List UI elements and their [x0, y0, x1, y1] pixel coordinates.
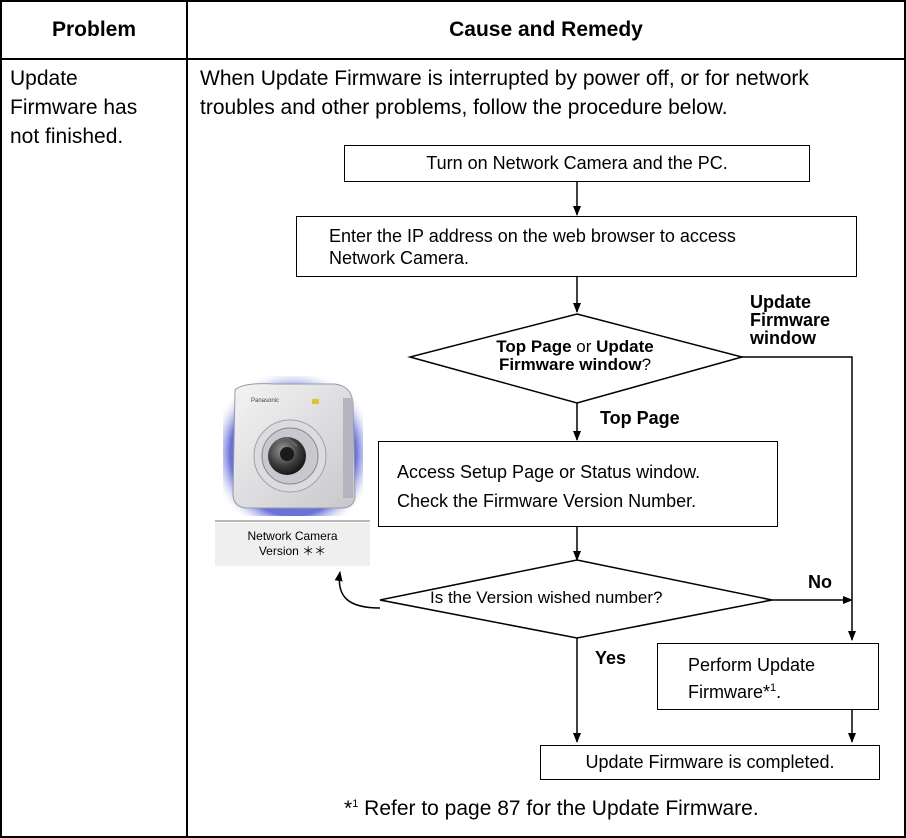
decision2-diamond	[379, 559, 773, 639]
table-top-border	[0, 0, 906, 2]
step-completed-label: Update Firmware is completed.	[585, 752, 835, 772]
table-left-border	[0, 0, 2, 838]
footnote: *1 Refer to page 87 for the Update Firmw…	[344, 797, 759, 821]
camera-caption-line1: Network Camera	[247, 529, 338, 543]
camera-caption: Network Camera Version ＊＊	[215, 523, 370, 566]
step-enter-ip-line: Network Camera.	[329, 248, 470, 268]
decision1-bold-top-page: Top Page	[496, 337, 572, 356]
branch-update-line: Update	[750, 292, 812, 312]
branch-label-top-page: Top Page	[600, 408, 680, 428]
problem-line: Firmware has	[10, 96, 138, 119]
decision1-question: ?	[641, 355, 652, 374]
decision1-label: Top Page or Update Firmware window?	[440, 338, 710, 374]
table-bottom-border	[0, 836, 906, 838]
step-turn-on-label: Turn on Network Camera and the PC.	[426, 153, 728, 173]
problem-line: Update	[10, 67, 78, 90]
step-check-line: Access Setup Page or Status window.	[397, 462, 701, 482]
step-check-version: Access Setup Page or Status window. Chec…	[378, 441, 778, 527]
branch-label-update-window: Update Firmware window	[750, 293, 830, 347]
line-update-window-branch	[740, 356, 856, 641]
arrow-to-camera-image	[334, 571, 381, 609]
decision1-bold-update: Update	[596, 337, 654, 356]
intro-line: troubles and other problems, follow the …	[200, 96, 728, 119]
decision2-label: Is the Version wished number?	[430, 588, 663, 607]
perform-line: Firmware*1.	[688, 677, 878, 704]
decision1-bold-firmware-window: Firmware window	[498, 355, 642, 374]
problem-line: not finished.	[10, 125, 124, 148]
step-check-line: Check the Firmware Version Number.	[397, 491, 697, 511]
footnote-sup: 1	[352, 798, 359, 810]
table-right-border	[904, 0, 906, 838]
branch-update-line: window	[750, 328, 816, 348]
perform-period: .	[776, 682, 782, 702]
step-enter-ip-line: Enter the IP address on the web browser …	[329, 226, 736, 246]
camera-image: Panasonic Network Camera Version ＊＊	[215, 368, 370, 566]
table-column-divider	[186, 0, 188, 838]
camera-caption-line2: Version ＊＊	[258, 544, 327, 558]
branch-label-no: No	[808, 572, 832, 592]
camera-caption-separator	[215, 520, 370, 522]
decision1-line1: Top Page or Update	[440, 338, 710, 356]
step-perform-update: Perform Update Firmware*1.	[657, 643, 879, 710]
decision1-diamond	[407, 313, 745, 404]
footnote-text: Refer to page 87 for the Update Firmware…	[358, 797, 759, 820]
camera-illustration: Panasonic	[223, 376, 363, 516]
camera-brand-text: Panasonic	[251, 398, 279, 404]
branch-update-line: Firmware	[750, 310, 831, 330]
step-enter-ip: Enter the IP address on the web browser …	[296, 216, 857, 277]
perform-footnote-mark: 1	[770, 682, 777, 694]
header-problem: Problem	[51, 18, 137, 41]
header-cause-remedy: Cause and Remedy	[449, 18, 643, 41]
perform-text: Firmware*	[688, 682, 771, 702]
table-header-border	[0, 58, 906, 60]
branch-label-yes: Yes	[595, 648, 627, 668]
step-turn-on: Turn on Network Camera and the PC.	[344, 145, 810, 182]
footnote-mark: *	[344, 797, 353, 820]
problem-text: Update Firmware has not finished.	[10, 64, 137, 151]
step-completed: Update Firmware is completed.	[540, 745, 880, 780]
intro-line: When Update Firmware is interrupted by p…	[200, 67, 809, 90]
intro-text: When Update Firmware is interrupted by p…	[200, 64, 809, 122]
perform-line: Perform Update	[688, 655, 816, 675]
decision1-line2: Firmware window?	[440, 356, 710, 374]
decision1-or: or	[571, 337, 597, 356]
